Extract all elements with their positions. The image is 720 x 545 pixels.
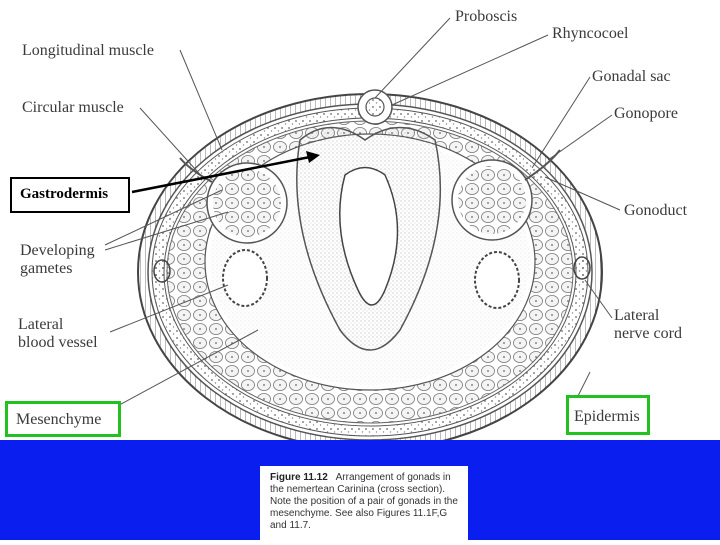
label-lateral-nerve-cord: Lateral nerve cord (614, 307, 682, 342)
mesenchyme-highlight-box: Mesenchyme (5, 401, 121, 437)
left-nerve-cord (153, 259, 171, 283)
label-mesenchyme: Mesenchyme (16, 411, 102, 428)
gastrodermis-label-box: Gastrodermis (10, 177, 130, 213)
caption-text: Arrangement of gonads in the nemertean C… (270, 472, 458, 531)
label-gonopore: Gonopore (614, 105, 678, 122)
caption-figure-number: Figure 11.12 (270, 472, 328, 483)
label-circular-muscle: Circular muscle (22, 99, 124, 116)
arrow-head (306, 151, 320, 163)
label-lateral-blood-vessel: Lateral blood vessel (18, 316, 98, 351)
label-rhyncocoel: Rhyncocoel (552, 25, 629, 42)
label-gastrodermis: Gastrodermis (20, 186, 109, 202)
figure-caption: Figure 11.12 Arrangement of gonads in th… (260, 466, 468, 540)
label-developing-gametes: Developing gametes (20, 242, 95, 277)
right-nerve-cord (573, 256, 591, 280)
gastrodermis-arrow (131, 155, 311, 194)
epidermis-highlight-box: Epidermis (566, 395, 650, 435)
leader-lines (104, 17, 621, 411)
label-longitudinal-muscle: Longitudinal muscle (22, 42, 154, 59)
label-gonadal-sac: Gonadal sac (592, 68, 671, 85)
label-proboscis: Proboscis (455, 8, 518, 25)
label-epidermis: Epidermis (574, 408, 640, 425)
right-blood-vessel (474, 251, 520, 309)
gut-lumen (339, 166, 399, 306)
proboscis-shape (365, 97, 385, 117)
label-gonoduct: Gonoduct (624, 202, 688, 219)
left-blood-vessel (222, 249, 268, 307)
